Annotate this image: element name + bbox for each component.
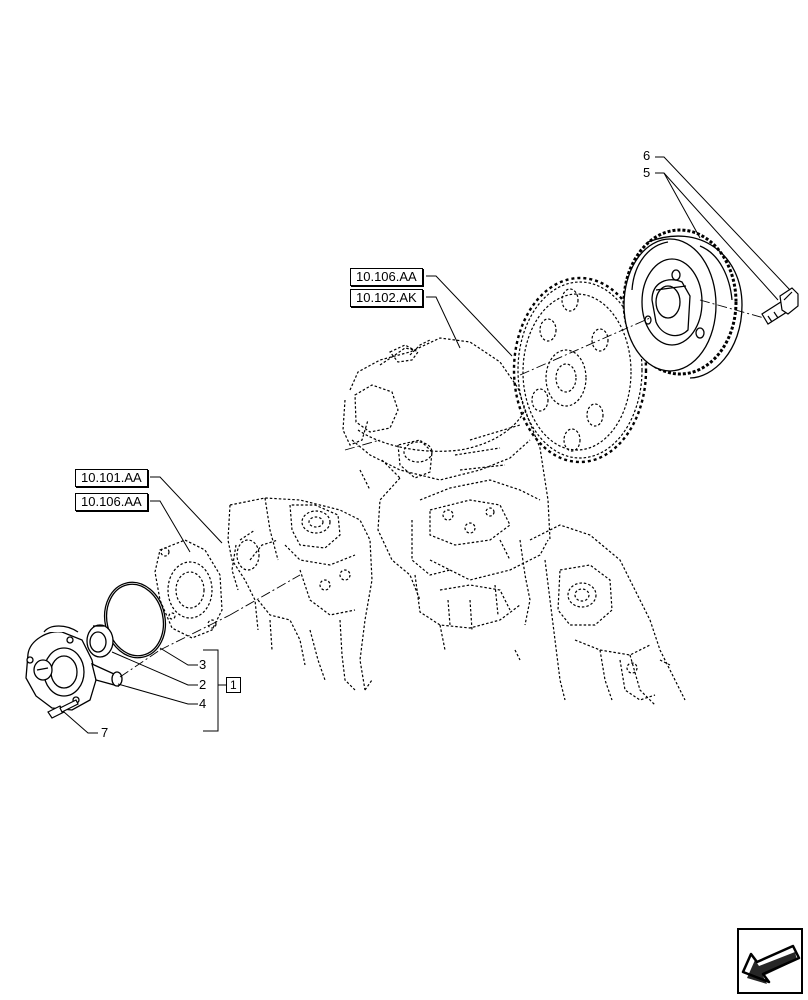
kit-item-1-box: 1 bbox=[226, 677, 241, 693]
reference-link-10-106-aa-left[interactable]: 10.106.AA bbox=[75, 493, 148, 511]
callout-item-5: 5 bbox=[643, 165, 651, 180]
leader-lines bbox=[63, 156, 791, 734]
callout-item-2: 2 bbox=[199, 677, 207, 692]
previous-page-arrow-icon[interactable] bbox=[737, 928, 803, 994]
callout-item-4: 4 bbox=[199, 696, 207, 711]
assembly-center-lines bbox=[119, 299, 765, 678]
pulley-wheel bbox=[622, 228, 743, 379]
pump-housing-gasket-context bbox=[154, 539, 223, 639]
reference-link-10-106-aa[interactable]: 10.106.AA bbox=[350, 268, 423, 286]
seal-ring bbox=[86, 624, 114, 658]
callout-item-7: 7 bbox=[101, 725, 109, 740]
water-pump-body bbox=[25, 625, 123, 711]
camshaft-gear-context bbox=[517, 281, 643, 459]
reference-link-10-102-ak[interactable]: 10.102.AK bbox=[350, 289, 423, 307]
camshaft-gear-teeth bbox=[512, 276, 648, 464]
callout-item-6: 6 bbox=[643, 148, 651, 163]
pulley-bolt bbox=[761, 287, 799, 325]
engine-block-context bbox=[227, 337, 686, 706]
callout-item-3: 3 bbox=[199, 657, 207, 672]
reference-link-10-101-aa[interactable]: 10.101.AA bbox=[75, 469, 148, 487]
